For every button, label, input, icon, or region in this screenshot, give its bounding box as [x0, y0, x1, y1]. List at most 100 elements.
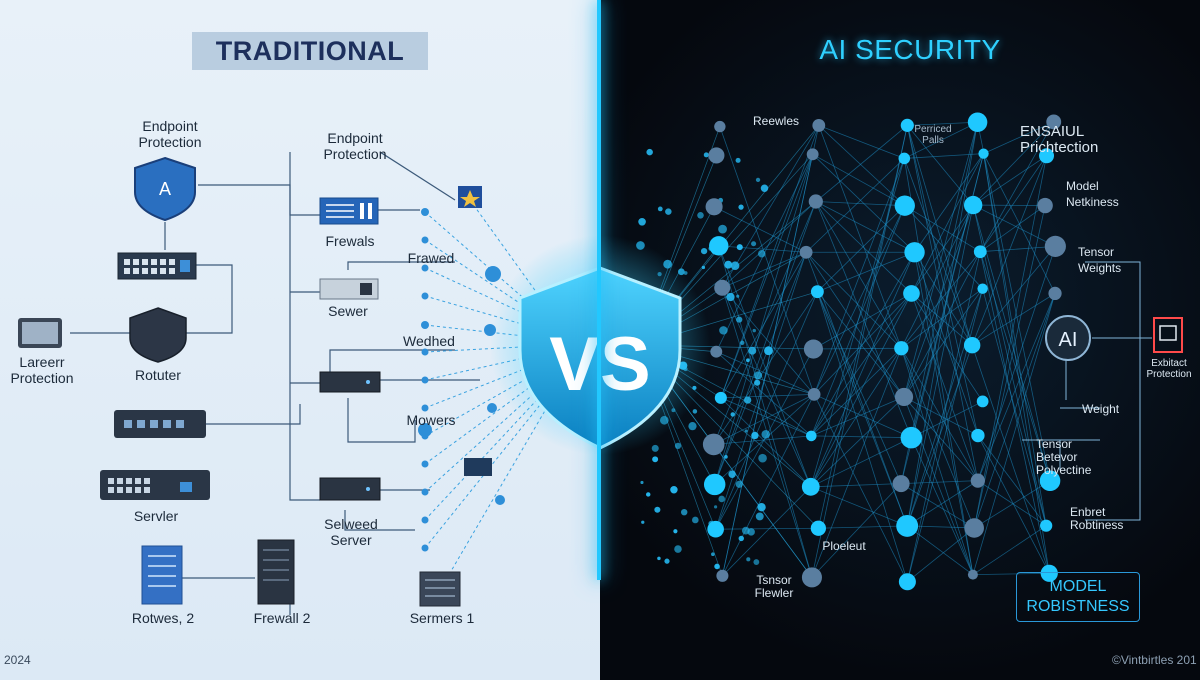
network-edge	[811, 348, 902, 578]
firewall2-label: Frewall 2	[253, 610, 311, 626]
endpoint-shield-icon	[134, 156, 196, 222]
network-edge	[903, 204, 974, 398]
network-edge	[805, 252, 905, 398]
scatter-dot	[700, 247, 708, 255]
scatter-dot	[714, 505, 718, 509]
scatter-dot	[738, 204, 744, 210]
network-edge	[972, 121, 1055, 206]
network-node	[973, 245, 987, 259]
network-node	[714, 279, 731, 296]
network-edge	[906, 122, 978, 526]
network-node	[900, 118, 914, 132]
scatter-dot	[730, 412, 735, 417]
network-edge	[911, 204, 974, 294]
scatter-dot	[646, 148, 653, 156]
wedhed-label: Wedhed	[403, 333, 455, 349]
sewer-device-icon	[319, 278, 379, 300]
scatter-dot	[711, 552, 715, 557]
network-edge	[720, 393, 815, 399]
network-edge	[722, 154, 814, 576]
network-edge	[900, 204, 974, 349]
scatter-dot	[736, 316, 743, 323]
network-edge	[813, 205, 906, 395]
scatter-dot	[641, 520, 645, 524]
network-edge	[815, 125, 908, 202]
network-node	[1044, 235, 1066, 257]
tensor-flewer-label: Tsnsor Flewler	[754, 573, 794, 600]
network-edge	[713, 206, 807, 253]
network-edge	[904, 205, 981, 253]
network-edge	[721, 125, 820, 288]
scatter-dot	[701, 265, 706, 270]
network-edge	[812, 154, 915, 253]
network-edge	[983, 121, 1054, 155]
network-node	[1039, 148, 1055, 164]
network-edge	[813, 158, 905, 395]
network-node	[703, 473, 726, 496]
network-switch-icon	[100, 470, 210, 500]
router-shield-icon	[129, 307, 187, 363]
network-edge	[805, 158, 905, 253]
scatter-dot	[640, 480, 644, 485]
network-edge	[903, 288, 983, 398]
network-edge	[911, 153, 984, 294]
rotwes-label: Rotwes, 2	[131, 610, 195, 626]
network-node	[898, 573, 916, 591]
network-edge	[977, 293, 1056, 481]
tower-firewall-icon	[257, 539, 295, 605]
network-edge	[972, 204, 1056, 247]
scatter-dot	[657, 206, 663, 212]
scatter-dot	[757, 503, 766, 512]
network-edge	[810, 437, 912, 488]
network-node	[978, 148, 989, 159]
network-edge	[714, 201, 817, 485]
scatter-dot	[714, 563, 720, 570]
scatter-dot	[754, 371, 763, 380]
network-edge	[900, 348, 979, 481]
year-label: 2024	[4, 653, 31, 667]
ai-core-node	[1045, 315, 1091, 361]
network-edge	[715, 527, 819, 530]
network-node	[812, 119, 826, 132]
network-node	[903, 285, 920, 302]
star-badge-icon	[458, 186, 482, 208]
laerr-protection-label: Lareerr Protection	[10, 354, 74, 386]
tensor-betevor-label: Tensor Betevor Polyectine	[1036, 437, 1092, 477]
network-edge	[979, 121, 1055, 252]
network-edge	[715, 252, 807, 530]
network-edge	[906, 125, 979, 481]
network-node	[714, 120, 726, 133]
model-netkiness-label: Model Netkiness	[1066, 179, 1119, 209]
network-node	[971, 428, 985, 443]
network-node	[894, 387, 914, 407]
scatter-dot	[703, 152, 709, 158]
scatter-dot	[751, 241, 757, 247]
scatter-dot	[761, 430, 771, 439]
network-edge	[811, 125, 908, 578]
scatter-dot	[697, 211, 704, 219]
network-edge	[977, 122, 1051, 481]
network-edge	[713, 435, 812, 445]
network-edge	[906, 204, 974, 526]
network-node	[970, 473, 985, 488]
scatter-dot	[670, 486, 678, 494]
network-edge	[979, 251, 1050, 574]
network-edge	[810, 293, 912, 437]
network-edge	[805, 251, 902, 349]
tensor-weights-label: Tensor Weights	[1078, 245, 1122, 275]
scatter-dot	[674, 442, 682, 449]
network-edge	[818, 125, 905, 159]
scatter-dot	[744, 396, 752, 404]
mowers-label: Mowers	[406, 412, 456, 428]
scatter-dot	[754, 379, 761, 386]
network-edge	[900, 348, 974, 575]
scatter-dot	[760, 184, 769, 192]
network-node	[801, 567, 822, 588]
scatter-dot	[674, 545, 682, 553]
network-edge	[716, 351, 815, 395]
network-edge	[818, 125, 902, 349]
network-node	[1040, 564, 1058, 582]
scatter-dot	[680, 508, 688, 516]
network-edge	[914, 252, 973, 346]
small-router-icon	[464, 458, 492, 476]
